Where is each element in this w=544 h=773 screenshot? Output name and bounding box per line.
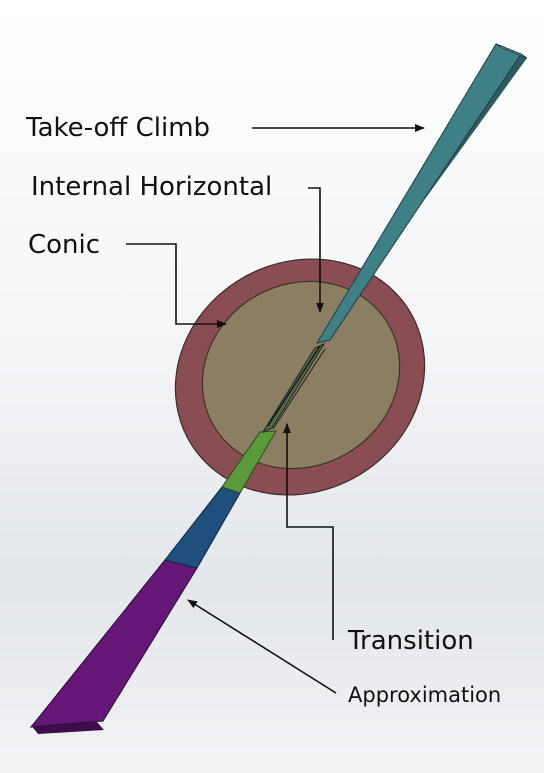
approach-surfaces (29, 430, 277, 734)
transition-label: Transition (348, 626, 474, 656)
internal-horizontal-arrow (308, 187, 324, 313)
runway-strip-line (267, 345, 321, 427)
takeoff-climb-end (495, 43, 528, 59)
transition-arrow (283, 423, 334, 640)
internal-horizontal-label: Internal Horizontal (31, 172, 273, 202)
takeoff-climb-surface (315, 43, 528, 344)
approach-outer-section (29, 559, 198, 728)
takeoff-climb-top (315, 43, 522, 344)
approach-middle-section (164, 486, 241, 569)
transition-surfaces (261, 342, 326, 434)
approach-label: Approximation (348, 683, 502, 707)
runway-strip-line-2 (272, 348, 326, 430)
takeoff-climb-label: Take-off Climb (26, 113, 211, 143)
approach-arrow (187, 599, 337, 694)
conic-label: Conic (28, 230, 101, 260)
approach-inner-section (221, 430, 277, 494)
leader-lines (126, 124, 425, 694)
conic-arrow (126, 243, 227, 328)
